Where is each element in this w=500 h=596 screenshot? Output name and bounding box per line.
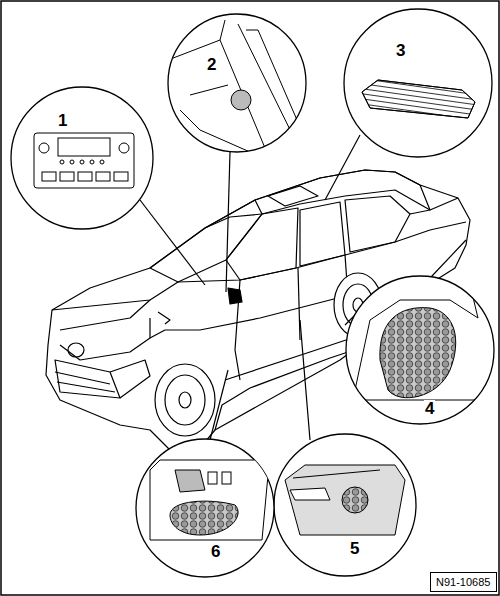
callout-number: 5: [349, 540, 360, 557]
callout-number: 6: [210, 543, 221, 560]
callout-number: 2: [206, 56, 217, 73]
figure-id-box: N91-10685: [430, 572, 497, 592]
callout-number: 1: [57, 112, 68, 129]
callout-number: 3: [395, 42, 406, 59]
figure-id: N91-10685: [436, 576, 491, 588]
callout-number: 4: [424, 400, 435, 417]
